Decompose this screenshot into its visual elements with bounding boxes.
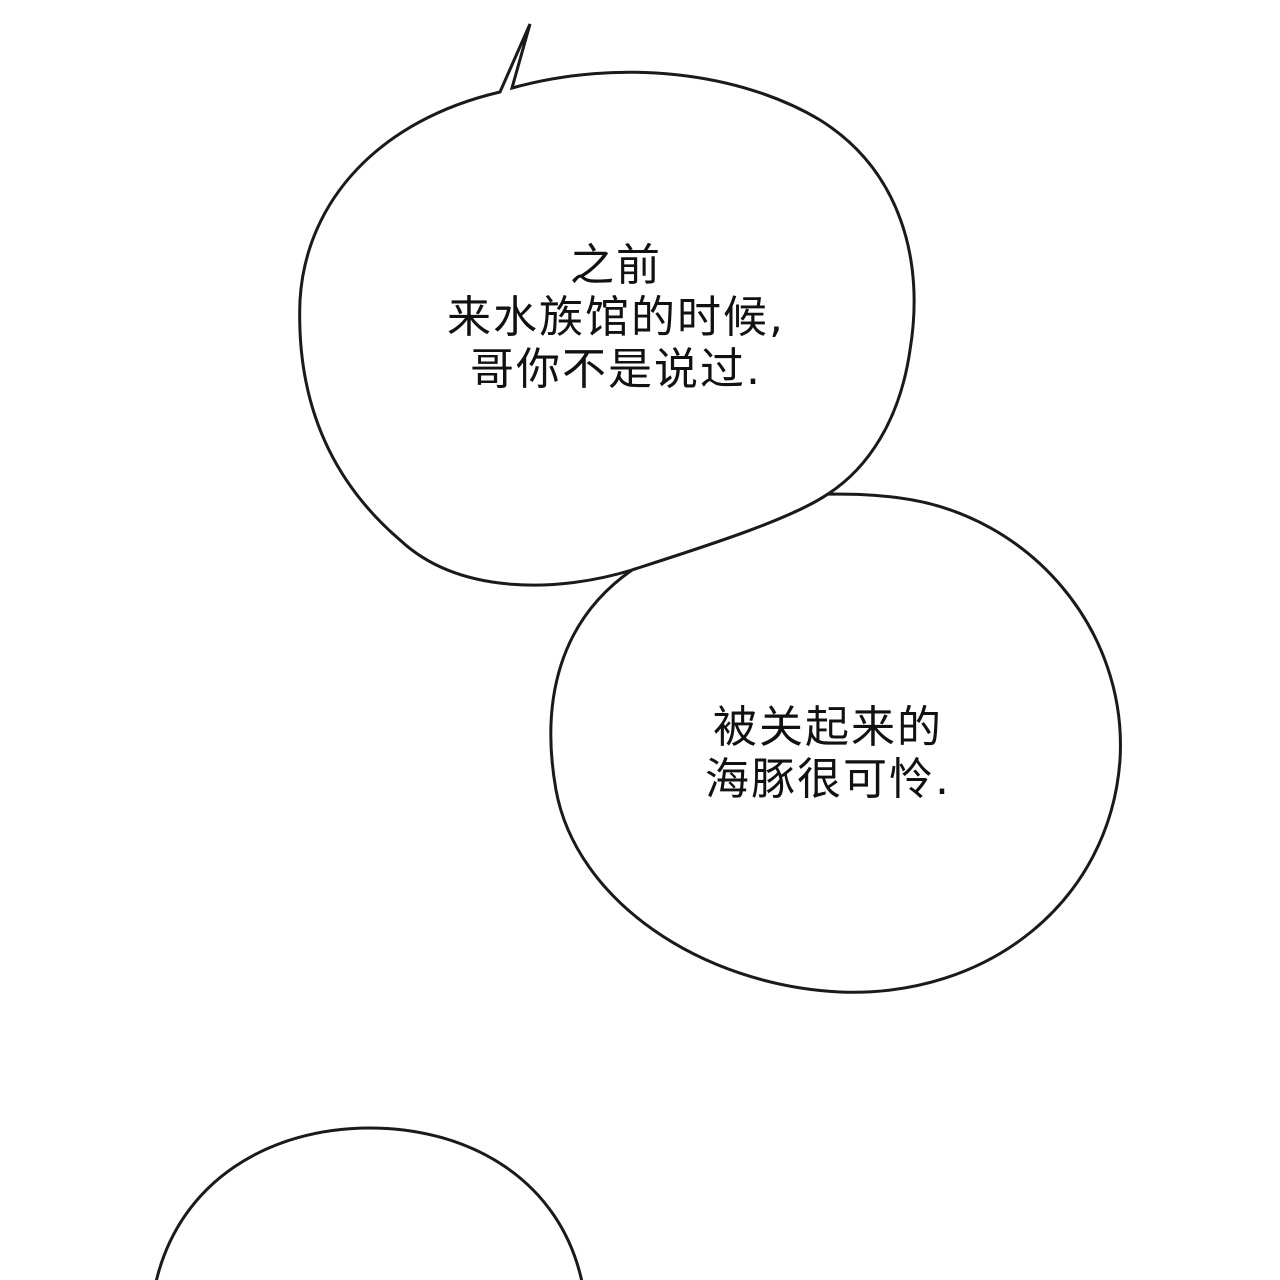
- dialogue-line: 海豚很可怜.: [705, 754, 951, 805]
- speech-bubble-middle: [549, 492, 1122, 994]
- dialogue-line: 哥你不是说过.: [470, 344, 762, 395]
- speech-bubble-middle-text: 被关起来的 海豚很可怜.: [668, 702, 988, 806]
- speech-bubble-bottom-partial: [154, 1126, 584, 1280]
- dialogue-line: 被关起来的: [713, 702, 943, 753]
- dialogue-line: 之前: [570, 240, 662, 291]
- dialogue-line: 来水族馆的时候,: [447, 292, 785, 343]
- speech-bubble-top-text: 之前 来水族馆的时候, 哥你不是说过.: [398, 240, 834, 396]
